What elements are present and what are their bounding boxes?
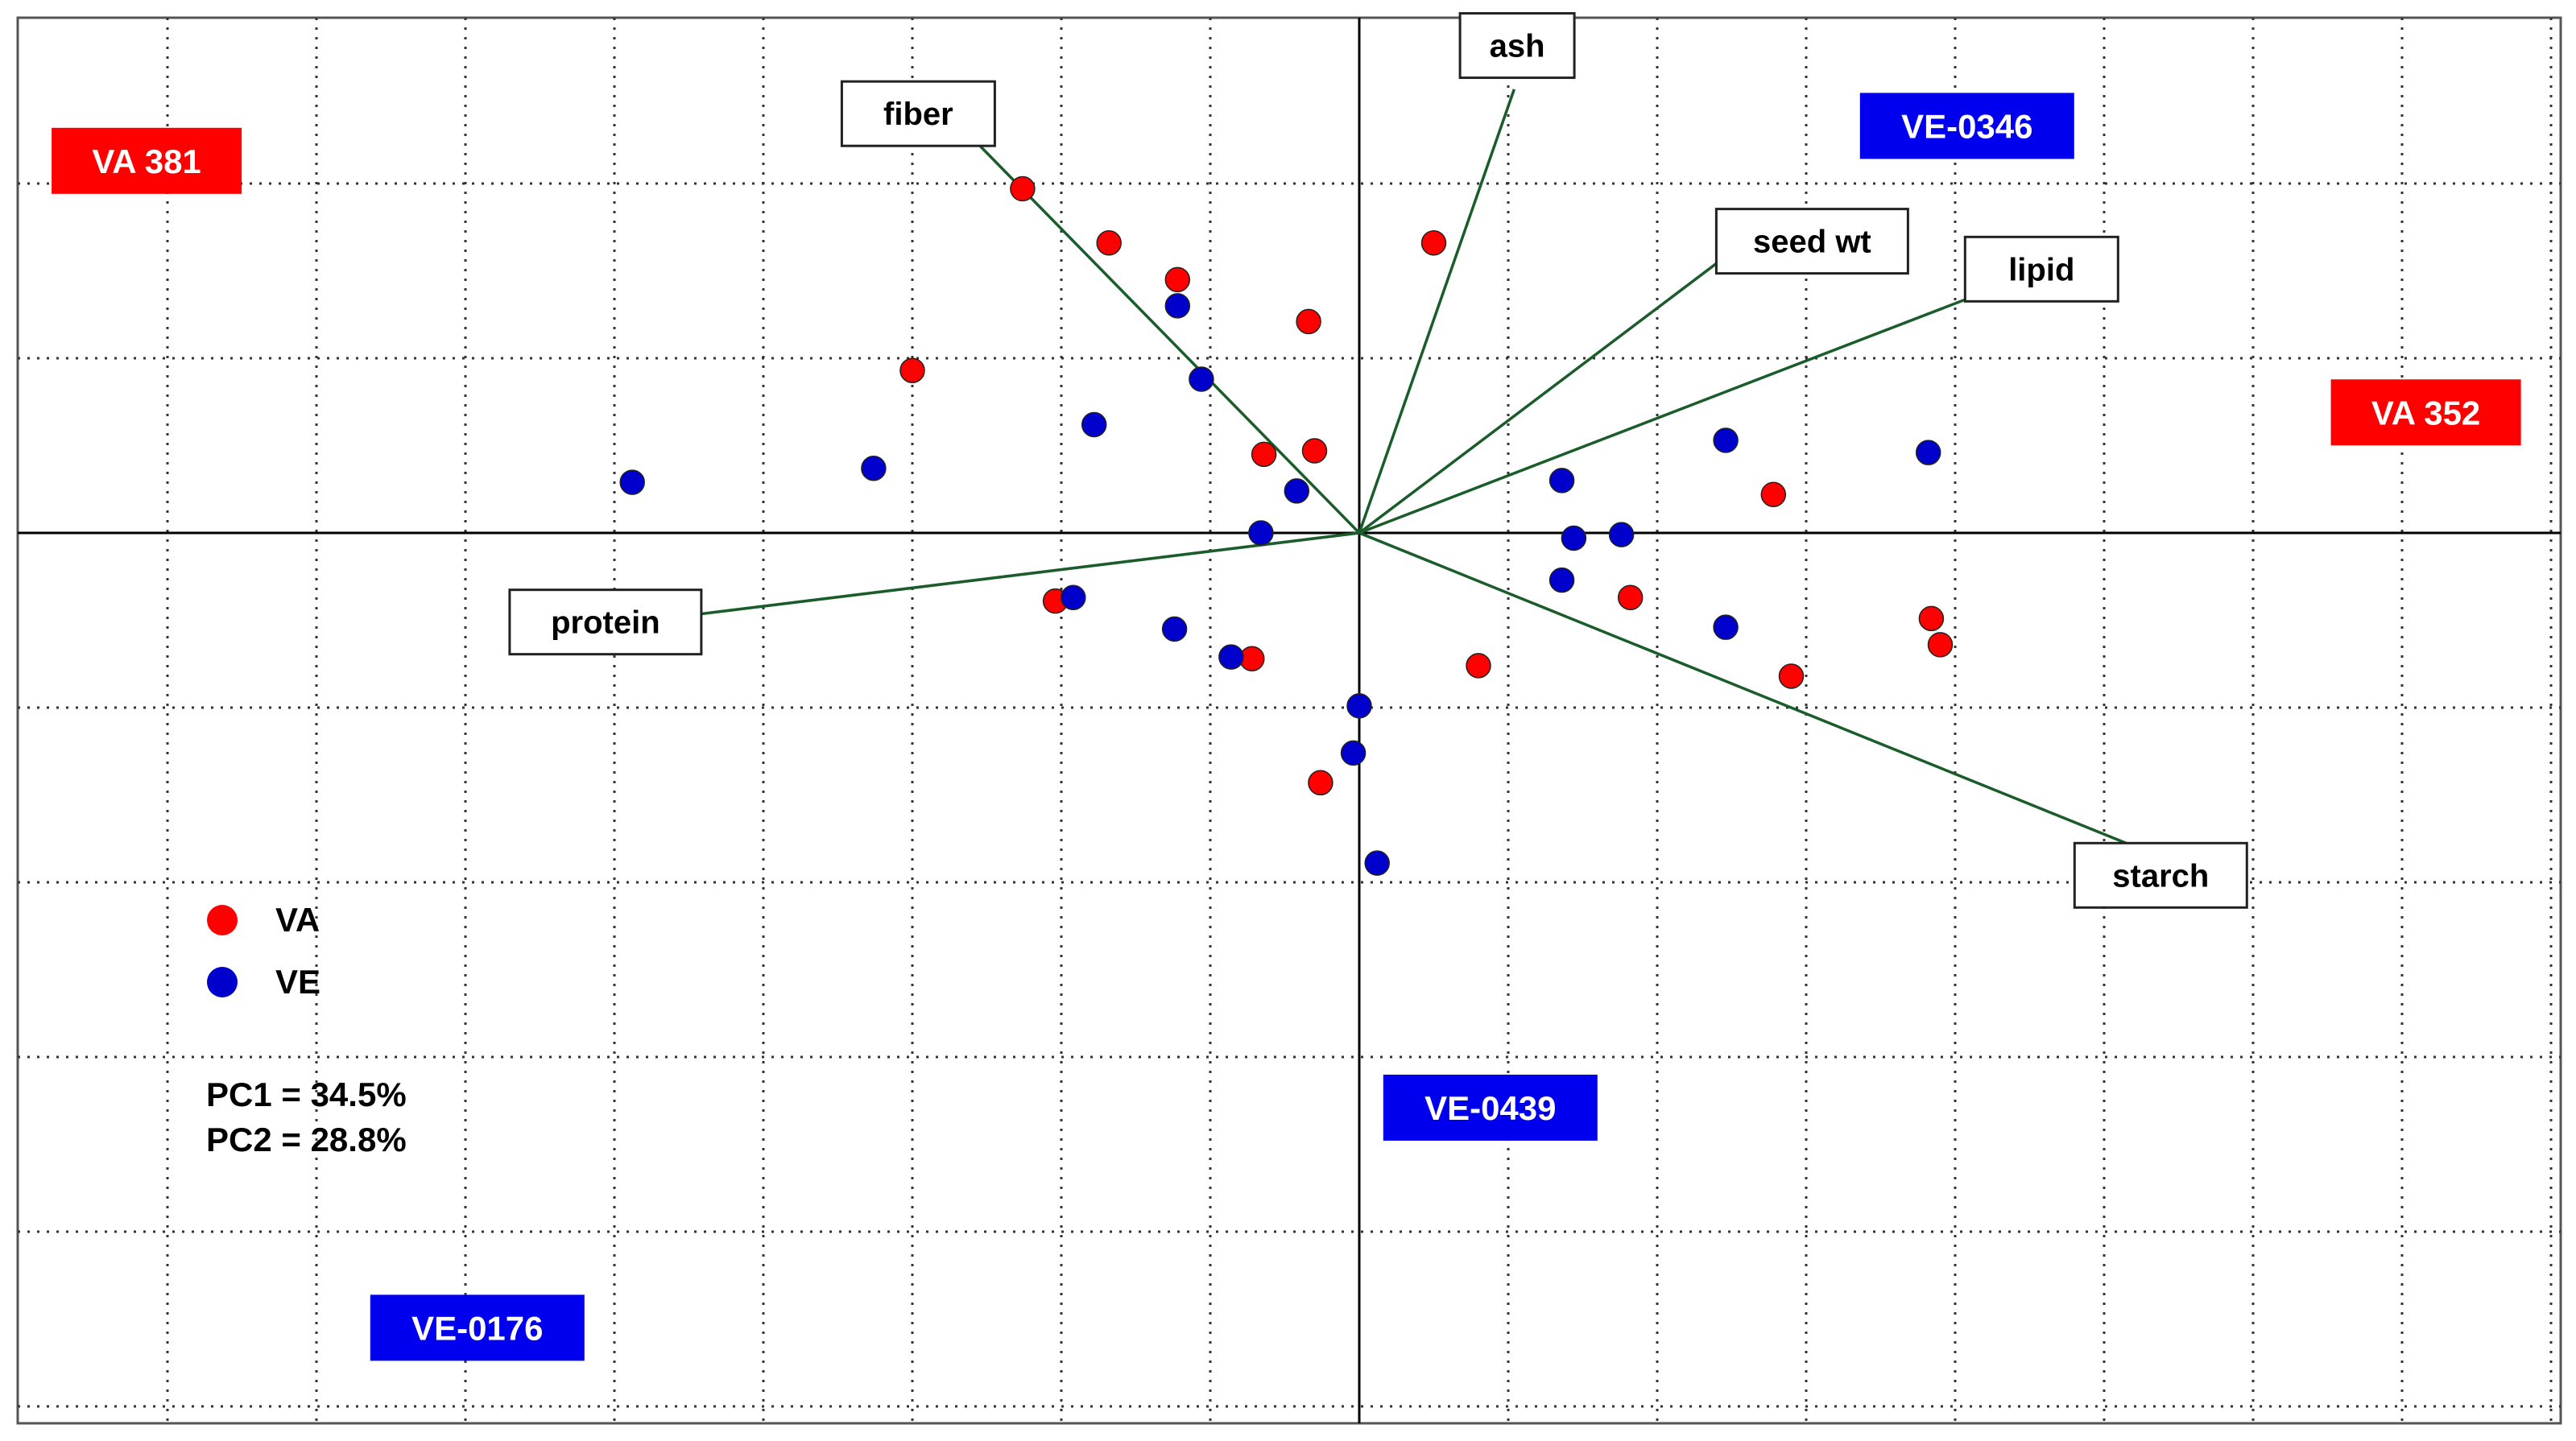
- point-va: [1927, 632, 1954, 658]
- callout-text: VA 381: [92, 142, 201, 180]
- loading-label-starch: starch: [2073, 841, 2248, 909]
- point-ve: [1061, 584, 1086, 611]
- callout-text: VE-0346: [1901, 107, 2032, 145]
- point-ve: [1218, 644, 1244, 670]
- point-va: [1617, 584, 1644, 611]
- axes: [18, 18, 2561, 1423]
- loading-vector-seed-wt: [1358, 257, 1724, 535]
- loading-label-box: [2073, 841, 2248, 909]
- plot-frame: [16, 16, 2562, 1425]
- loading-label-protein: protein: [508, 588, 703, 656]
- point-ve: [619, 469, 645, 495]
- point-ve: [1561, 525, 1587, 551]
- point-ve: [1346, 693, 1372, 719]
- callout-ve-0176: VE-0176: [370, 1294, 585, 1361]
- point-va: [1296, 308, 1321, 335]
- point-ve: [1189, 366, 1214, 392]
- point-ve: [1608, 522, 1635, 547]
- loading-label-text: seed wt: [1753, 225, 1871, 260]
- legend-label-va: VA: [275, 901, 320, 939]
- loading-vectors: [691, 89, 2129, 845]
- point-ve: [1364, 850, 1390, 876]
- loading-vector-fiber: [968, 134, 1361, 535]
- point-va: [1778, 663, 1805, 689]
- variance-text: PC1 = 34.5% PC2 = 28.8%: [206, 1076, 407, 1158]
- point-va: [1308, 770, 1333, 796]
- callout-box: [1859, 93, 2074, 159]
- loading-label-box: [1714, 208, 1909, 275]
- loading-label-text: lipid: [2008, 252, 2074, 287]
- callout-ve-0439: VE-0439: [1383, 1074, 1598, 1141]
- point-va: [1760, 481, 1787, 508]
- loading-vector-lipid: [1358, 297, 1968, 535]
- variance-line-1: PC1 = 34.5%: [206, 1076, 407, 1113]
- point-ve: [1284, 478, 1310, 504]
- callout-box: [52, 127, 242, 194]
- point-va: [1096, 230, 1122, 256]
- callout-ve-0346: VE-0346: [1859, 93, 2074, 159]
- point-ve: [1915, 440, 1941, 465]
- callout-box: [2330, 379, 2521, 446]
- loading-label-fiber: fiber: [840, 80, 996, 147]
- loading-label-text: fiber: [883, 97, 953, 132]
- point-ve: [861, 455, 887, 481]
- point-ve: [1161, 616, 1188, 642]
- legend-marker-ve: [207, 967, 238, 997]
- loading-label-text: ash: [1490, 29, 1545, 64]
- point-va: [1164, 266, 1191, 293]
- loading-vector-starch: [1358, 531, 2129, 845]
- loading-vector-ash: [1358, 89, 1516, 534]
- callout-text: VE-0176: [411, 1309, 543, 1347]
- grid-lines: [16, 16, 2562, 1425]
- point-ve: [1164, 293, 1191, 319]
- loading-labels: fiber ash seed wt lipid protein starch: [508, 12, 2248, 909]
- callout-va-352: VA 352: [2330, 379, 2521, 446]
- point-va: [1466, 653, 1491, 679]
- legend: VA VE: [207, 901, 320, 1001]
- loading-label-ash: ash: [1458, 12, 1576, 80]
- data-points: [619, 175, 1954, 876]
- callout-va-381: VA 381: [52, 127, 242, 194]
- point-ve: [1548, 468, 1575, 493]
- point-ve: [1548, 567, 1575, 593]
- point-ve: [1081, 411, 1107, 438]
- point-ve: [1713, 427, 1739, 453]
- loading-vector-protein: [691, 531, 1360, 617]
- loading-label-box: [1458, 12, 1576, 80]
- callout-box: [370, 1294, 585, 1361]
- loading-label-text: starch: [2112, 858, 2209, 894]
- loading-label-box: [840, 80, 996, 147]
- callout-text: VA 352: [2371, 394, 2480, 431]
- legend-label-ve: VE: [275, 963, 320, 1001]
- loading-label-box: [508, 588, 703, 656]
- point-va: [1251, 441, 1277, 468]
- callout-text: VE-0439: [1424, 1089, 1556, 1127]
- point-va: [1918, 605, 1945, 632]
- loading-label-box: [1963, 235, 2119, 303]
- point-ve: [1340, 740, 1367, 766]
- variance-line-2: PC2 = 28.8%: [206, 1121, 407, 1158]
- callout-box: [1383, 1074, 1598, 1141]
- point-va: [1301, 438, 1328, 464]
- point-ve: [1248, 520, 1274, 546]
- point-va: [899, 357, 925, 383]
- loading-label-seed-wt: seed wt: [1714, 208, 1909, 275]
- point-va: [1010, 175, 1036, 202]
- point-va: [1420, 230, 1447, 256]
- loading-label-lipid: lipid: [1963, 235, 2119, 303]
- point-ve: [1713, 614, 1739, 640]
- loading-label-text: protein: [551, 605, 660, 641]
- legend-marker-va: [207, 905, 238, 935]
